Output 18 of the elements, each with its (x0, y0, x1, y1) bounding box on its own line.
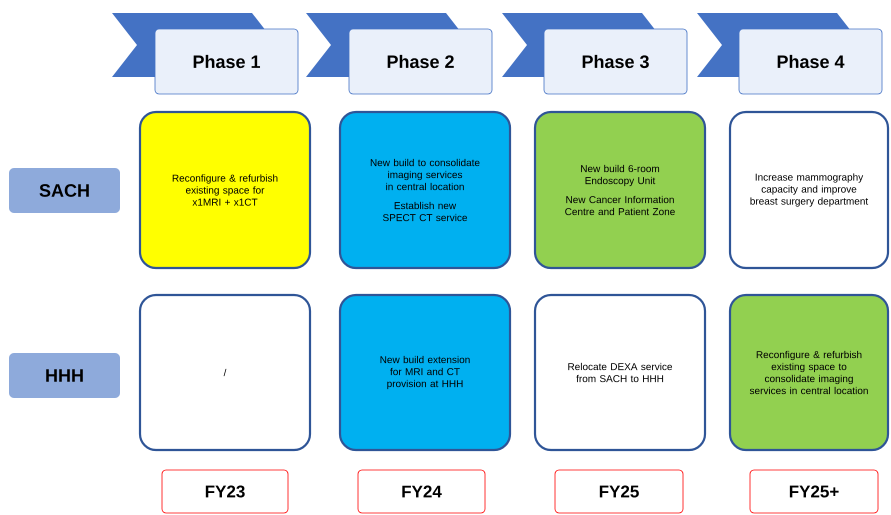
phase-banner: Phase 1 (112, 13, 298, 94)
project-box: New build extension for MRI and CT provision at HHH (338, 294, 512, 452)
phase-banner: Phase 4 (697, 13, 882, 94)
project-box: Reconfigure & refurbish existing space for x1MRI + x1CT (138, 110, 312, 270)
project-box: Relocate DEXA service from SACH to HHH (534, 294, 706, 452)
project-box: / (138, 294, 312, 452)
phase-banner: Phase 3 (502, 13, 688, 94)
project-box: Reconfigure & refurbish existing space to consolidate imaging services in central location (728, 294, 890, 452)
year-box: FY25+ (750, 470, 878, 514)
project-box: New build to consolidate imaging services in central location Establish new SPECT CT service (338, 110, 512, 270)
year-box: FY24 (358, 470, 486, 514)
phase-banner: Phase 2 (306, 13, 492, 94)
year-box: FY23 (162, 470, 288, 514)
project-box: Increase mammography capacity and improve breast surgery department (728, 110, 890, 270)
project-box: New build 6-room Endoscopy Unit New Cancer Information Centre and Patient Zone (534, 110, 706, 270)
row-label: HHH (9, 353, 120, 398)
row-label: SACH (9, 168, 120, 213)
year-box: FY25 (554, 470, 684, 514)
